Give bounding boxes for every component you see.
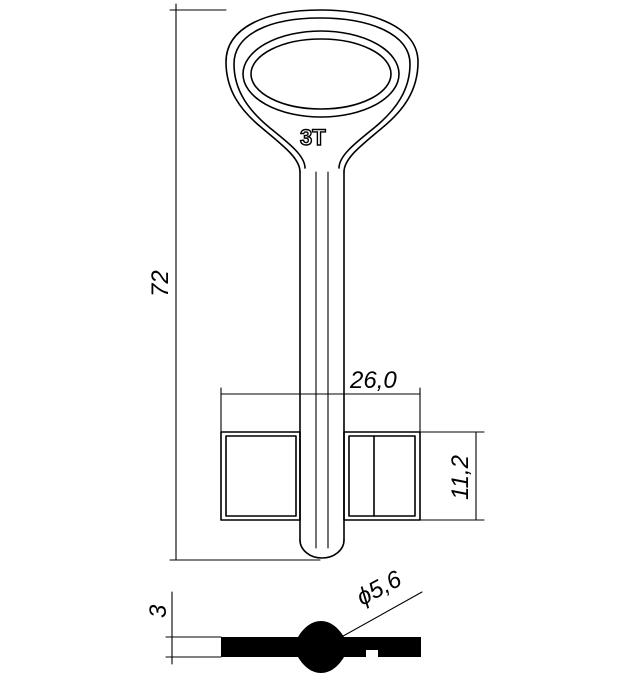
dimension-thickness: 3 [145,591,222,665]
dimension-bit-height: 11,2 [419,431,485,521]
dimension-width-label: 26,0 [349,367,397,394]
dimension-thickness-label: 3 [145,604,172,618]
key-bit [220,431,421,521]
key-shank [299,171,345,559]
key-marking-label: 3T [300,125,326,150]
key-bow: 3T [225,9,419,173]
key-cross-section: ϕ5,6 [221,565,423,673]
dimension-height-label: 11,2 [447,455,474,500]
dimension-diameter-label: ϕ5,6 [352,565,406,611]
dimension-bit-width: 26,0 [220,367,421,433]
dimension-overall-length: 72 [147,3,321,561]
dimension-length-label: 72 [147,270,174,297]
